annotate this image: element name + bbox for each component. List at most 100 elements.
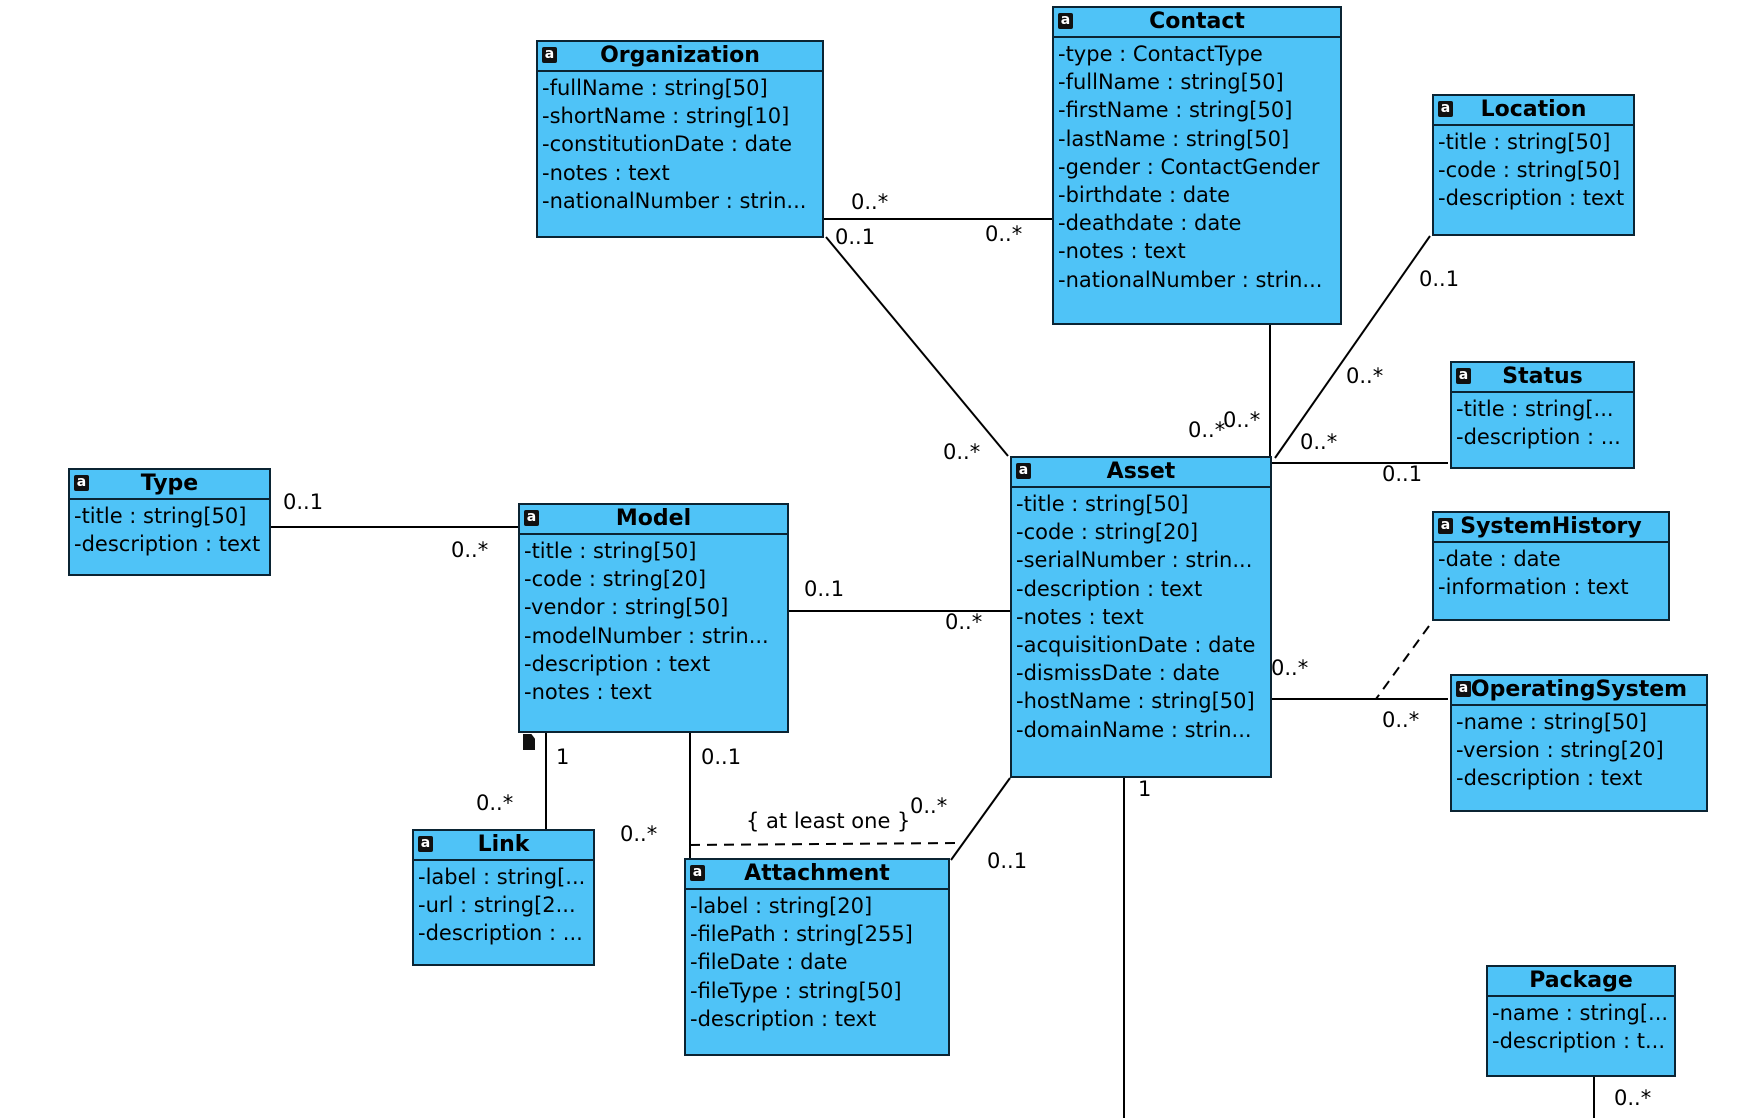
- class-system-history[interactable]: a SystemHistory -date : date -informatio…: [1432, 511, 1670, 621]
- class-asset-name: Asset: [1106, 459, 1176, 484]
- attribute: -notes : text: [1058, 239, 1186, 264]
- attribute: -description : text: [690, 1006, 877, 1031]
- attribute: -type : ContactType: [1058, 42, 1263, 66]
- class-asset-header: a Asset: [1012, 458, 1270, 488]
- class-icon: a: [1456, 681, 1471, 697]
- class-operating-system[interactable]: a OperatingSystem -name : string[50] -ve…: [1450, 674, 1708, 812]
- class-model-name: Model: [615, 506, 692, 531]
- attribute: -fullName : string[50]: [542, 76, 768, 100]
- multiplicity-label: 0..*: [476, 791, 514, 815]
- class-organization-name: Organization: [600, 43, 760, 68]
- class-icon: a: [74, 475, 89, 491]
- attribute: -hostName : string[50]: [1016, 689, 1255, 714]
- class-package-header: Package: [1488, 967, 1674, 997]
- class-icon: a: [1438, 101, 1453, 117]
- class-link[interactable]: a Link -label : string[... -url : string…: [412, 829, 595, 966]
- multiplicity-label: 0..*: [451, 538, 489, 562]
- attribute: -notes : text: [524, 680, 652, 705]
- class-organization-attrs: -fullName : string[50] -shortName : stri…: [538, 72, 822, 215]
- multiplicity-label: 0..*: [1223, 408, 1261, 432]
- class-attachment[interactable]: a Attachment -label : string[20] -filePa…: [684, 858, 950, 1056]
- class-model-attrs: -title : string[50] -code : string[20] -…: [520, 535, 787, 706]
- attribute: -vendor : string[50]: [524, 595, 729, 620]
- multiplicity-label: 0..*: [1271, 656, 1309, 680]
- assoc-class-dashed-link: [1375, 625, 1430, 700]
- multiplicity-label: 0..*: [1346, 364, 1384, 388]
- attribute: -notes : text: [542, 160, 670, 185]
- class-status-name: Status: [1502, 364, 1583, 389]
- attribute: -firstName : string[50]: [1058, 98, 1293, 123]
- class-package[interactable]: Package -name : string[... -description …: [1486, 965, 1676, 1077]
- assoc-asset-attachment: [950, 777, 1011, 861]
- attribute: -deathdate : date: [1058, 211, 1242, 236]
- attribute: -url : string[2...: [418, 893, 576, 918]
- class-link-name: Link: [477, 832, 530, 857]
- class-link-attrs: -label : string[... -url : string[2... -…: [414, 861, 593, 948]
- attribute: -fullName : string[50]: [1058, 70, 1284, 95]
- attribute: -nationalNumber : strin...: [542, 188, 807, 213]
- class-icon: a: [1058, 13, 1073, 29]
- class-icon: a: [1016, 463, 1031, 479]
- class-contact-attrs: -type : ContactType -fullName : string[5…: [1054, 38, 1340, 294]
- attribute: -acquisitionDate : date: [1016, 633, 1256, 658]
- class-system-history-name: SystemHistory: [1460, 514, 1642, 539]
- multiplicity-label: 0..1: [1382, 462, 1423, 486]
- attribute: -filePath : string[255]: [690, 922, 913, 947]
- attribute: -domainName : strin...: [1016, 717, 1252, 742]
- attribute: -fileType : string[50]: [690, 978, 902, 1003]
- class-type[interactable]: a Type -title : string[50] -description …: [68, 468, 271, 576]
- attribute: -description : text: [74, 532, 261, 557]
- multiplicity-label: 0..1: [804, 577, 845, 601]
- multiplicity-label: 0..*: [1614, 1086, 1652, 1110]
- class-operating-system-name: OperatingSystem: [1470, 677, 1688, 702]
- multiplicity-label: 0..1: [1419, 267, 1460, 291]
- class-operating-system-attrs: -name : string[50] -version : string[20]…: [1452, 706, 1706, 793]
- attribute: -description : ...: [1456, 425, 1621, 450]
- multiplicity-label: 0..*: [851, 190, 889, 214]
- attribute: -information : text: [1438, 575, 1629, 600]
- class-model[interactable]: a Model -title : string[50] -code : stri…: [518, 503, 789, 733]
- attribute: -version : string[20]: [1456, 738, 1664, 763]
- assoc-organization-asset: [825, 236, 1009, 457]
- class-icon: a: [690, 865, 705, 881]
- class-asset[interactable]: a Asset -title : string[50] -code : stri…: [1010, 456, 1272, 778]
- multiplicity-label: 0..*: [1188, 418, 1226, 442]
- class-attachment-header: a Attachment: [686, 860, 948, 890]
- class-icon: a: [524, 510, 539, 526]
- multiplicity-label: 1: [1138, 777, 1152, 801]
- class-organization-header: a Organization: [538, 42, 822, 72]
- class-asset-attrs: -title : string[50] -code : string[20] -…: [1012, 488, 1270, 744]
- attribute: -fileDate : date: [690, 950, 848, 975]
- attribute: -description : text: [1016, 576, 1203, 601]
- attribute: -code : string[50]: [1438, 158, 1621, 183]
- class-organization[interactable]: a Organization -fullName : string[50] -s…: [536, 40, 824, 238]
- class-icon: a: [542, 47, 557, 63]
- multiplicity-label: 0..*: [1300, 430, 1338, 454]
- attribute: -code : string[20]: [1016, 520, 1199, 545]
- class-link-header: a Link: [414, 831, 593, 861]
- assoc-location-asset: [1274, 235, 1431, 459]
- class-status-header: a Status: [1452, 363, 1633, 393]
- attribute: -notes : text: [1016, 604, 1144, 629]
- attribute: -code : string[20]: [524, 567, 707, 592]
- class-status[interactable]: a Status -title : string[... -descriptio…: [1450, 361, 1635, 469]
- attribute: -dismissDate : date: [1016, 661, 1220, 686]
- class-type-header: a Type: [70, 470, 269, 500]
- class-attachment-attrs: -label : string[20] -filePath : string[2…: [686, 890, 948, 1033]
- attribute: -description : text: [524, 651, 711, 676]
- attribute: -shortName : string[10]: [542, 104, 790, 129]
- multiplicity-label: 0..1: [283, 490, 324, 514]
- attribute: -description : t...: [1492, 1029, 1666, 1054]
- attribute: -title : string[50]: [1438, 130, 1611, 154]
- class-contact[interactable]: a Contact -type : ContactType -fullName …: [1052, 6, 1342, 325]
- note-icon: [523, 734, 535, 750]
- class-icon: a: [1456, 368, 1471, 384]
- class-package-attrs: -name : string[... -description : t...: [1488, 997, 1674, 1055]
- multiplicity-label: 0..*: [945, 610, 983, 634]
- attribute: -date : date: [1438, 547, 1561, 571]
- class-location[interactable]: a Location -title : string[50] -code : s…: [1432, 94, 1635, 236]
- class-location-header: a Location: [1434, 96, 1633, 126]
- multiplicity-label: 0..*: [943, 440, 981, 464]
- attribute: -lastName : string[50]: [1058, 126, 1290, 151]
- class-location-name: Location: [1480, 97, 1587, 122]
